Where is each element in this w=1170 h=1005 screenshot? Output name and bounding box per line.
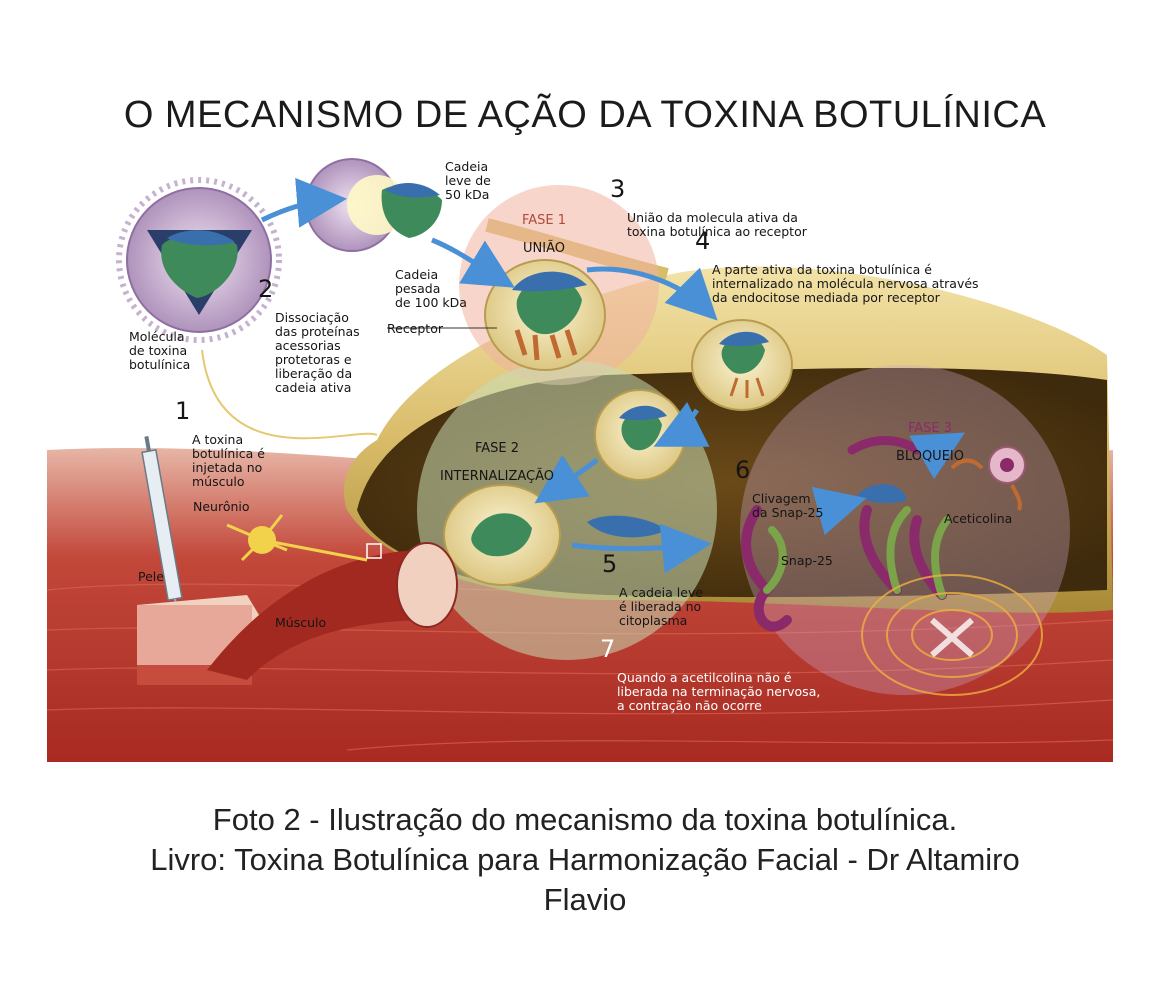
snap25-protein-icon (741, 436, 951, 632)
step-7: 7 Quando a acetilcolina não é liberada n… (600, 637, 821, 713)
process-arrows (260, 177, 966, 574)
step-5-text: A cadeia leve é liberada no citoplasma (619, 585, 704, 628)
dissociating-toxin-icon (305, 158, 442, 252)
snap25-label: Snap-25 (781, 553, 833, 568)
step-1: 1 A toxina botulínica é injetada no músc… (175, 399, 265, 489)
muscle-label: Músculo (275, 615, 327, 630)
step-7-text: Quando a acetilcolina não é liberada na … (617, 670, 821, 713)
caption-line-3: Flavio (543, 882, 627, 917)
step-5-number: 5 (602, 550, 618, 578)
phase-3-label: FASE 3 BLOQUEIO (875, 408, 985, 464)
step-2-number: 2 (258, 275, 274, 303)
caption-line-1: Foto 2 - Ilustração do mecanismo da toxi… (212, 802, 958, 837)
step-5: 5 A cadeia leve é liberada no citoplasma (602, 552, 704, 628)
receptor-label: Receptor (387, 321, 443, 336)
acetylcholine-icon (950, 446, 1026, 511)
light-chain-label: Cadeia leve de 50 kDa (445, 159, 491, 202)
neuron-icon (226, 514, 368, 562)
step-2: 2 Dissociação das proteínas acessorias p… (258, 277, 360, 395)
step-4: 4 A parte ativa da toxina botulínica é i… (695, 229, 979, 305)
heavy-chain-label: Cadeia pesada de 100 kDa (395, 267, 467, 310)
step-4-number: 4 (695, 227, 711, 255)
toxin-molecule-icon (116, 177, 282, 343)
muscle-bundle-icon (207, 542, 458, 680)
molecule-label: Molécula de toxina botulínica (129, 329, 191, 372)
step-7-number: 7 (600, 635, 616, 663)
phase-3-area (740, 365, 1070, 695)
neuron-label: Neurônio (193, 499, 250, 514)
phase-3-name: FASE 3 (907, 421, 953, 436)
step-1-number: 1 (175, 397, 191, 425)
caption-line-2: Livro: Toxina Botulínica para Harmonizaç… (150, 842, 1020, 877)
light-chain-icon (587, 515, 667, 538)
phase-2-label: FASE 2 INTERNALIZAÇÃO (422, 428, 572, 484)
step-6-number: 6 (735, 456, 751, 484)
receptor-binding-vesicle (484, 259, 606, 371)
step-6: 6 Clivagem da Snap-25 (735, 458, 824, 520)
step-3: 3 União da molecula ativa da toxina botu… (610, 177, 807, 239)
phase-2-title: INTERNALIZAÇÃO (440, 469, 554, 484)
phase-1-title: UNIÃO (523, 241, 565, 256)
phase-2-name: FASE 2 (474, 441, 520, 456)
acetylcholine-label: Aceticolina (944, 511, 1013, 526)
step-1-text: A toxina botulínica é injetada no múscul… (192, 432, 265, 489)
released-vesicle (443, 484, 561, 586)
blocked-release-icon (861, 574, 1043, 696)
step-6-text: Clivagem da Snap-25 (752, 491, 824, 520)
phase-1-name: FASE 1 (521, 213, 567, 228)
skin-label: Pele (138, 569, 164, 584)
step-2-text: Dissociação das proteínas acessorias pro… (275, 310, 360, 395)
step-4-text: A parte ativa da toxina botulínica é int… (712, 262, 979, 305)
phase-1-label: FASE 1 UNIÃO (499, 200, 589, 256)
figure-title: O MECANISMO DE AÇÃO DA TOXINA BOTULÍNICA (123, 94, 1047, 136)
step-3-text: União da molecula ativa da toxina botulí… (627, 210, 807, 239)
figure-caption: Foto 2 - Ilustração do mecanismo da toxi… (0, 800, 1170, 920)
mechanism-illustration: Molécula de toxina botulínica Cadeia lev… (47, 150, 1113, 762)
phase-3-title: BLOQUEIO (896, 449, 964, 464)
illustration-canvas (47, 150, 1113, 762)
endocytosis-vesicle (691, 319, 793, 411)
step-3-number: 3 (610, 175, 626, 203)
